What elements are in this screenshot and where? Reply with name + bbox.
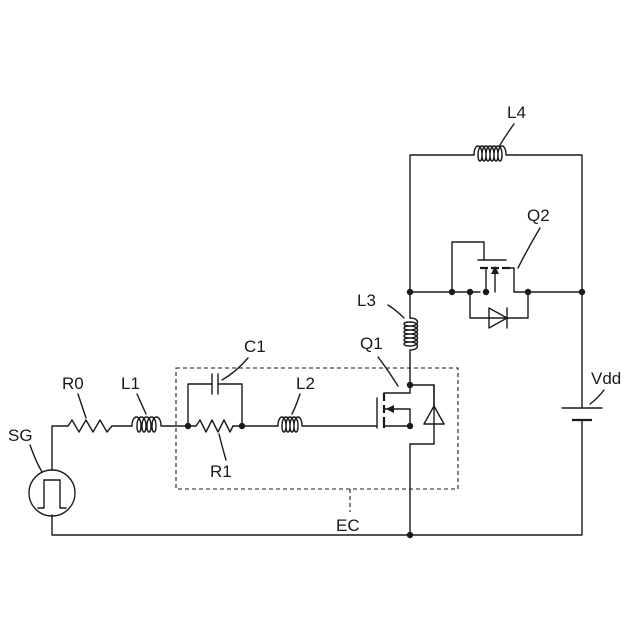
label-q2: Q2 — [527, 206, 550, 225]
label-c1: C1 — [244, 337, 266, 356]
sg-leader — [30, 445, 42, 472]
label-l3: L3 — [357, 291, 376, 310]
label-q1: Q1 — [360, 334, 383, 353]
l2-leader — [292, 394, 300, 414]
mosfet-q2 — [452, 242, 528, 328]
junction-dots — [185, 289, 585, 538]
c1-leader — [222, 358, 248, 380]
label-r0: R0 — [62, 374, 84, 393]
resistor-r0 — [68, 420, 112, 432]
mosfet-q1 — [377, 385, 444, 444]
resistor-r1 — [196, 420, 233, 432]
q2-leader — [518, 228, 540, 268]
inductor-l4 — [474, 146, 516, 161]
q1-leader — [378, 357, 398, 386]
l4-leader — [500, 124, 514, 145]
label-l1: L1 — [121, 374, 140, 393]
label-sg: SG — [8, 426, 33, 445]
capacitor-c1 — [212, 374, 218, 394]
l1-leader — [137, 394, 146, 414]
label-r1: R1 — [210, 462, 232, 481]
label-l4: L4 — [507, 103, 526, 122]
r1-leader — [219, 434, 226, 460]
vdd-leader — [590, 390, 604, 404]
label-ec: EC — [336, 516, 360, 535]
dc-source-vdd — [562, 408, 602, 420]
inductor-l2 — [278, 417, 312, 432]
inductor-l3 — [404, 318, 418, 360]
inductor-l1 — [132, 417, 168, 432]
label-vdd: Vdd — [591, 369, 621, 388]
r0-leader — [78, 394, 86, 418]
label-l2: L2 — [296, 374, 315, 393]
signal-generator-symbol — [29, 470, 75, 516]
wires — [52, 155, 582, 535]
l3-leader — [388, 305, 404, 318]
